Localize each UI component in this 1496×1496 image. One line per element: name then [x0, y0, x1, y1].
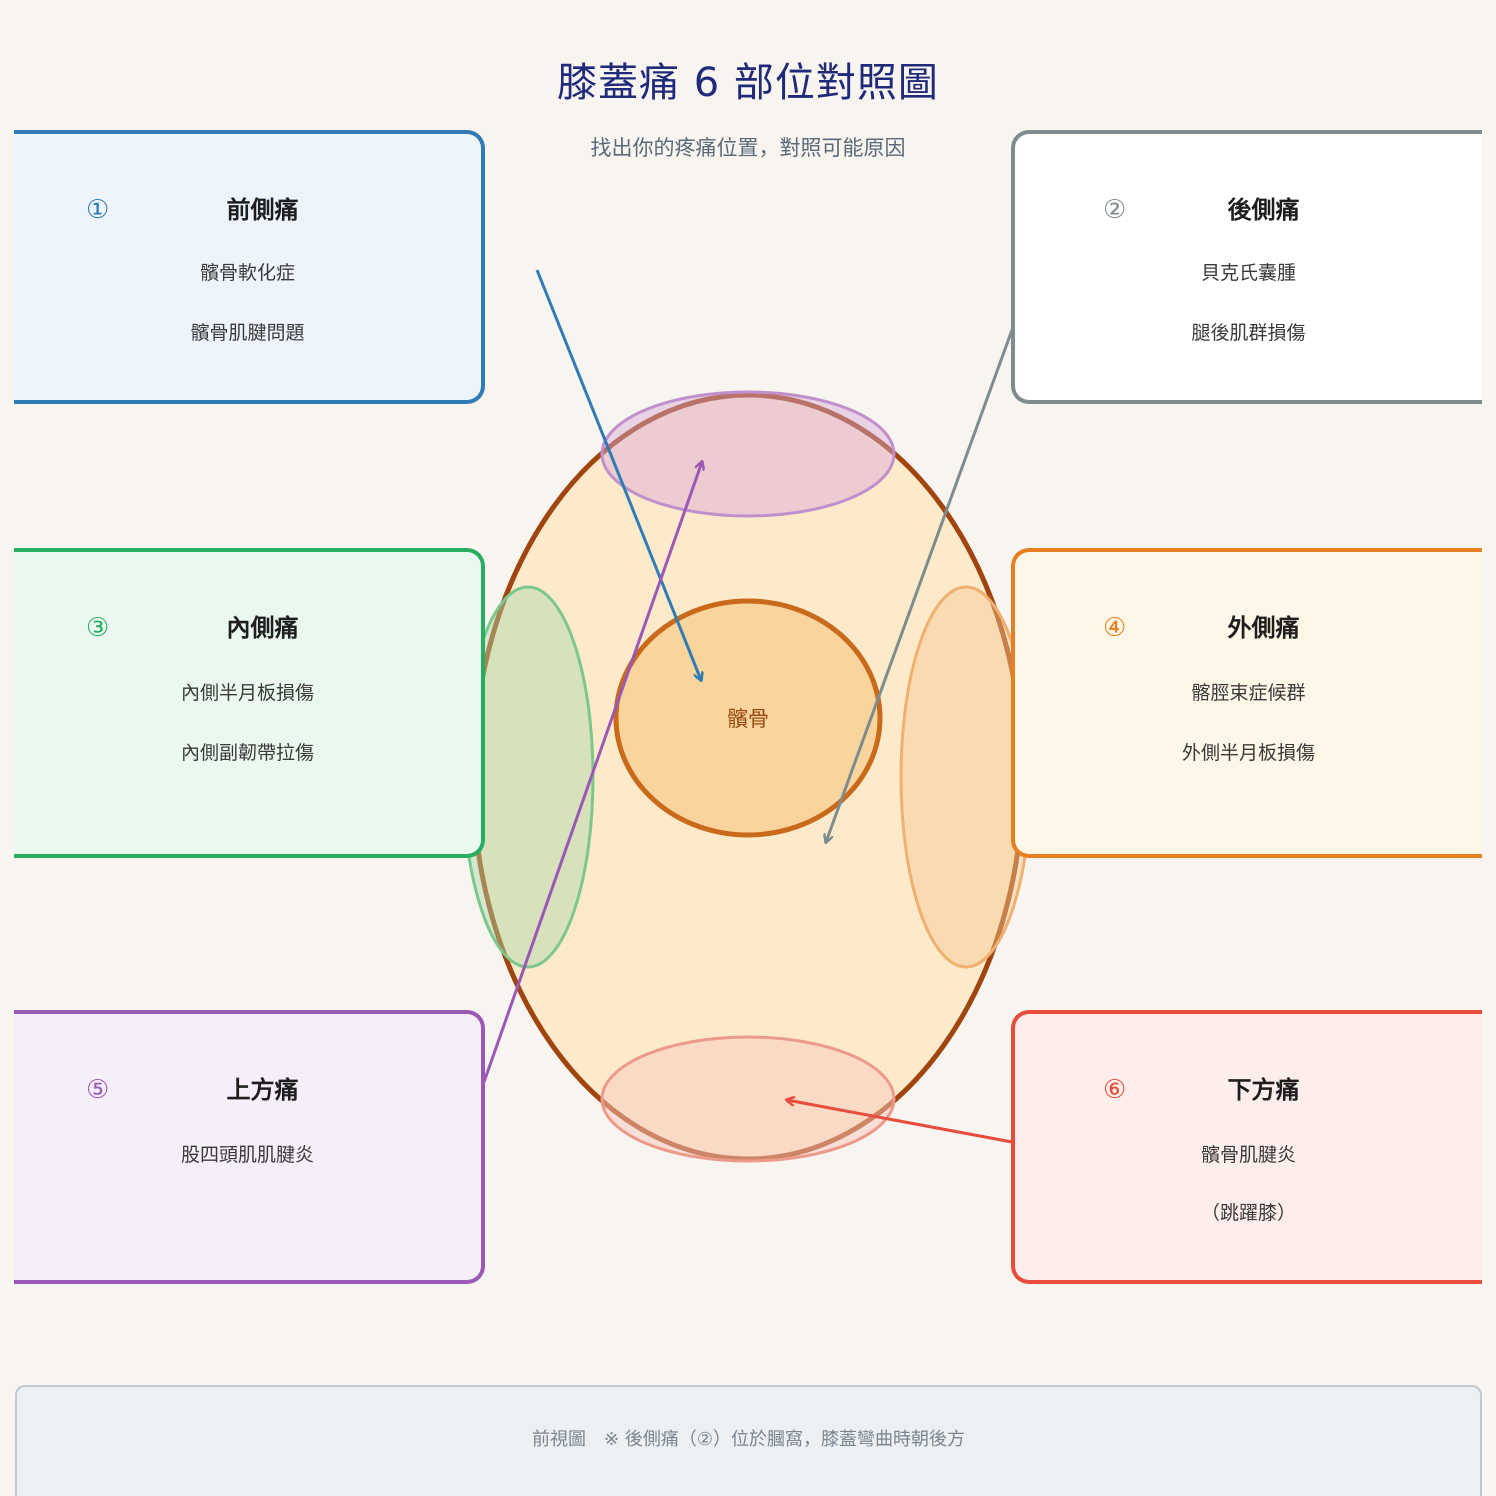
card-number: ⑤	[86, 1075, 110, 1105]
card-number: ④	[1103, 613, 1127, 643]
patella	[613, 598, 883, 838]
card-cause: （跳躍膝）	[1200, 1202, 1296, 1224]
card-title: 後側痛	[1227, 196, 1300, 224]
card-cause: 髂脛束症候群	[1191, 682, 1306, 704]
card-cause: 髕骨軟化症	[199, 262, 295, 284]
zone-upper	[600, 390, 896, 518]
arrow-front	[535, 269, 701, 680]
card-title: 前側痛	[226, 196, 299, 224]
card-cause: 外側半月板損傷	[1181, 742, 1315, 764]
card-number: ⑥	[1103, 1075, 1127, 1105]
card-upper-pain: ⑤ 上方痛 股四頭肌肌腱炎	[14, 1010, 485, 1284]
patella-label: 髕骨	[727, 707, 769, 731]
card-number: ①	[86, 195, 110, 225]
arrow-upper	[482, 462, 702, 1083]
page-subtitle: 找出你的疼痛位置，對照可能原因	[590, 136, 906, 160]
footer-note: 前視圖 ※ 後側痛（②）位於膕窩，膝蓋彎曲時朝後方	[532, 1429, 965, 1450]
arrow-lower	[787, 1100, 1013, 1144]
card-cause: 內側半月板損傷	[180, 682, 314, 704]
card-cause: 髕骨肌腱問題	[190, 322, 305, 344]
card-lower-pain: ⑥ 下方痛 髕骨肌腱炎 （跳躍膝）	[1011, 1010, 1482, 1284]
zone-lower	[600, 1035, 896, 1163]
arrow-back	[826, 329, 1014, 842]
card-number: ②	[1103, 195, 1127, 225]
card-title: 下方痛	[1227, 1076, 1300, 1104]
card-medial-pain: ③ 內側痛 內側半月板損傷 內側副韌帶拉傷	[14, 548, 485, 858]
card-number: ③	[86, 613, 110, 643]
card-cause: 腿後肌群損傷	[1191, 322, 1306, 344]
card-lateral-pain: ④ 外側痛 髂脛束症候群 外側半月板損傷	[1011, 548, 1482, 858]
card-front-pain: ① 前側痛 髕骨軟化症 髕骨肌腱問題	[14, 130, 485, 404]
card-cause: 股四頭肌肌腱炎	[180, 1144, 314, 1166]
card-title: 外側痛	[1227, 614, 1300, 642]
card-back-pain: ② 後側痛 貝克氏囊腫 腿後肌群損傷	[1011, 130, 1482, 404]
card-title: 內側痛	[226, 614, 299, 642]
card-title: 上方痛	[226, 1076, 299, 1104]
footer-note-box: 前視圖 ※ 後側痛（②）位於膕窩，膝蓋彎曲時朝後方	[15, 1385, 1482, 1496]
card-cause: 髕骨肌腱炎	[1200, 1144, 1296, 1166]
card-cause: 內側副韌帶拉傷	[180, 742, 314, 764]
page-title: 膝蓋痛 6 部位對照圖	[557, 60, 939, 106]
card-cause: 貝克氏囊腫	[1200, 262, 1296, 284]
